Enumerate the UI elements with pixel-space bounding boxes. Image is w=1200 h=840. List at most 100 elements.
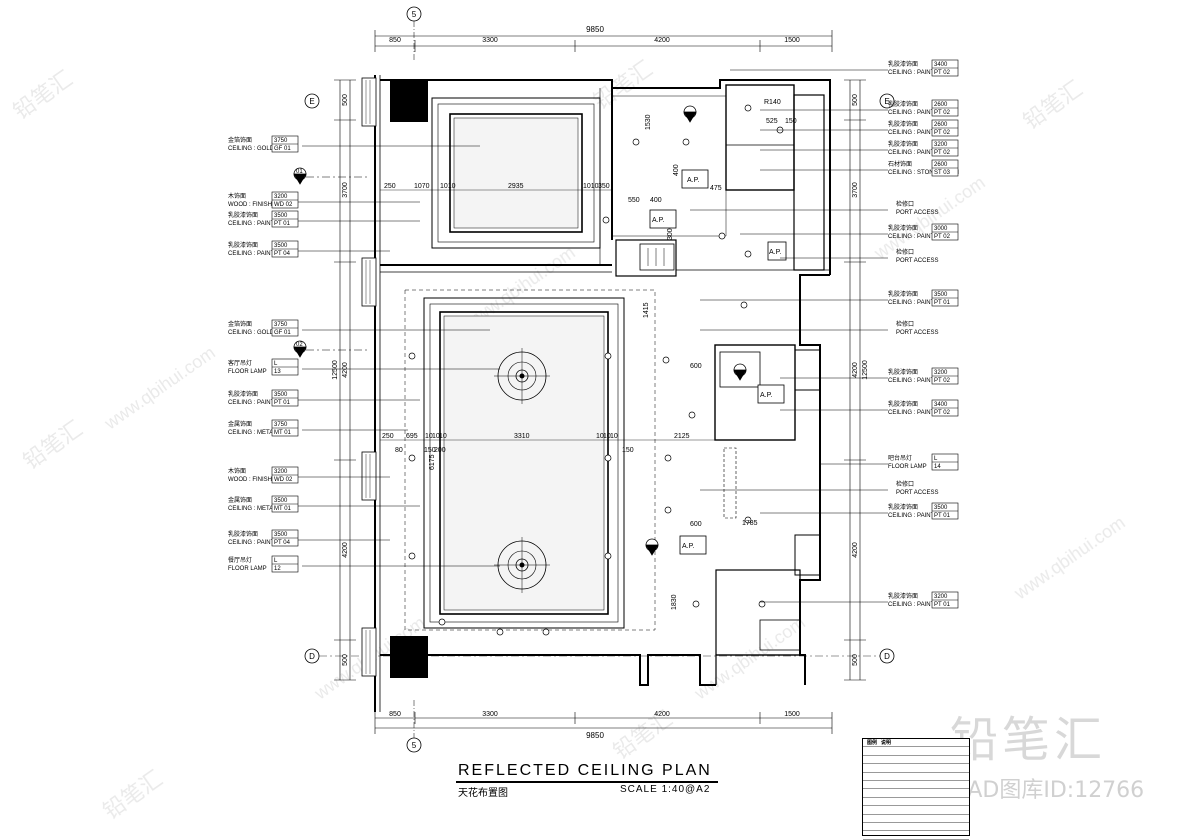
dim-right: 4200 [852, 542, 859, 558]
tag-material-code: 12 [274, 566, 281, 572]
dim-inner: 2125 [674, 433, 690, 440]
tag-cn-label: 木饰面 [228, 467, 246, 475]
tag-material-code: PT 01 [934, 602, 951, 608]
tag-material-code: PT 02 [934, 378, 951, 384]
structural-column [390, 636, 428, 678]
dim-inner: 250 [382, 433, 394, 440]
dim-misc: 600 [690, 521, 702, 528]
tag-en-label: PORT ACCESS [896, 210, 938, 216]
tag-material-code: MT 01 [274, 430, 292, 436]
left-leader-lines [276, 145, 500, 567]
tag-ceiling-height: L [274, 361, 278, 367]
tag-cn-label: 检修口 [896, 200, 914, 208]
legend-row [863, 747, 969, 756]
tag-en-label: CEILING : PAINT [888, 602, 935, 608]
legend-row [863, 823, 969, 832]
tag-ceiling-height: 3750 [274, 322, 288, 328]
tag-ceiling-height: L [274, 558, 278, 564]
tag-material-code: PT 01 [274, 400, 291, 406]
legend-row [863, 773, 969, 781]
ap-label: A.P. [687, 177, 699, 184]
ap-label: A.P. [769, 249, 781, 256]
tag-cn-label: 乳胶漆饰面 [888, 592, 918, 600]
tag-en-label: CEILING : PAINT [228, 221, 275, 227]
tag-en-label: WOOD : FINISH [228, 202, 272, 208]
dim-right: 4200 [852, 362, 859, 378]
grid-row-d [304, 648, 895, 664]
dim-top-seg: 1500 [784, 37, 800, 44]
grid-label-d-left: D [309, 652, 315, 661]
tag-cn-label: 乳胶漆饰面 [228, 241, 258, 249]
legend-row [863, 764, 969, 773]
tag-cn-label: 金箔饰面 [228, 136, 252, 144]
dim-inner: 10 [596, 433, 604, 440]
grid-label-5: 5 [412, 741, 417, 750]
grid-label-5: 5 [412, 10, 417, 19]
tag-material-code: PT 01 [934, 513, 951, 519]
dim-inner: 1070 [414, 183, 430, 190]
dim-misc: 150 [622, 447, 634, 454]
grid-label-e-left: E [309, 97, 314, 106]
dim-left: 3700 [342, 182, 349, 198]
tag-ceiling-height: 3200 [934, 594, 948, 600]
structural-column [390, 80, 428, 122]
tag-cn-label: 客厅吊灯 [228, 359, 252, 367]
dim-top-seg: 3300 [482, 37, 498, 44]
elevator-box [639, 243, 675, 271]
legend-row [863, 798, 969, 807]
tag-ceiling-height: 3500 [274, 213, 288, 219]
tag-material-code: ST 03 [934, 170, 951, 176]
lower-ceiling-zone [404, 289, 656, 631]
ap-label: A.P. [652, 217, 664, 224]
tag-cn-label: 金属饰面 [228, 420, 252, 428]
dim-misc: 200 [434, 447, 446, 454]
drawing-subtitle: 天花布置图 [458, 788, 508, 799]
grid-label-e-right: E [884, 97, 889, 106]
legend-table: 图例说明 [862, 738, 970, 840]
dim-misc: 150 [424, 447, 436, 454]
tag-ceiling-height: 3400 [934, 402, 948, 408]
tag-material-code: PT 02 [934, 410, 951, 416]
tag-cn-label: 金属饰面 [228, 496, 252, 504]
dim-inner: 10 [603, 433, 611, 440]
tag-cn-label: 乳胶漆饰面 [888, 368, 918, 376]
tag-material-code: WD 02 [274, 477, 293, 483]
left-dimension-chain [334, 79, 356, 681]
tag-en-label: CEILING : PAINT [228, 400, 275, 406]
watermark-url: www.qbihui.com [870, 172, 989, 264]
legend-row [863, 789, 969, 798]
dim-left: 4200 [342, 542, 349, 558]
tag-ceiling-height: 3200 [934, 370, 948, 376]
tag-en-label: CEILING : PAINT [888, 70, 935, 76]
tag-ceiling-height: 3500 [934, 505, 948, 511]
legend-header-row: 图例说明 [863, 739, 969, 748]
dim-misc: 1830 [671, 594, 678, 610]
tag-en-label: PORT ACCESS [896, 490, 938, 496]
tag-ceiling-height: 3500 [274, 498, 288, 504]
tag-en-label: CEILING : PAINT [888, 513, 935, 519]
legend-row [863, 756, 969, 765]
tag-en-label: FLOOR LAMP [888, 464, 927, 470]
tag-cn-label: 乳胶漆饰面 [228, 530, 258, 538]
tag-material-code: 13 [274, 369, 281, 375]
dim-bottom-seg: 3300 [482, 711, 498, 718]
tag-en-label: CEILING : GOLD FOIL [228, 330, 290, 336]
dim-misc: 475 [710, 185, 722, 192]
right-leader-lines [690, 69, 888, 603]
